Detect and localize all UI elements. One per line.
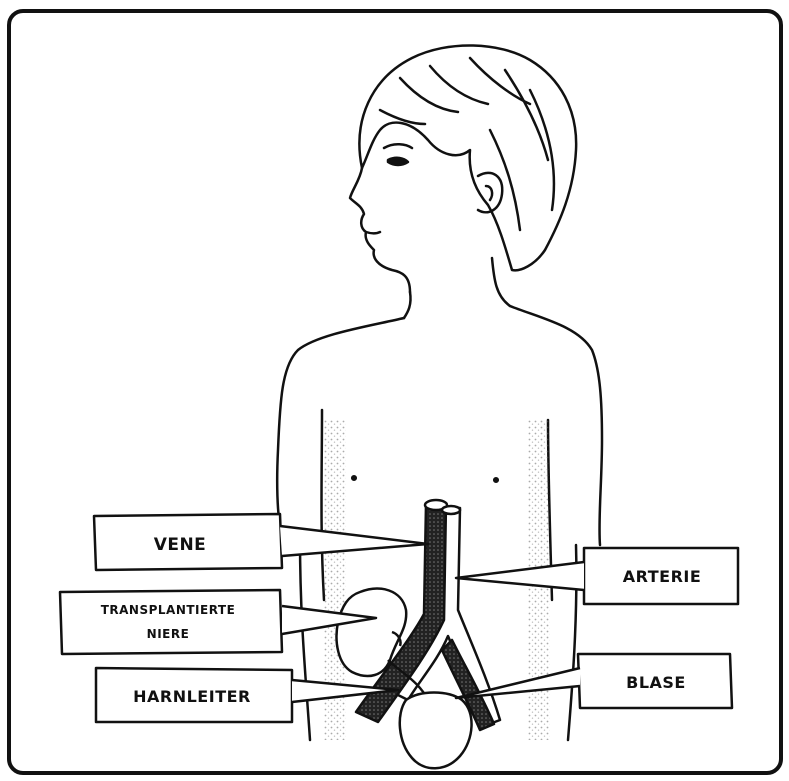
label-harnleiter-text: HARNLEITER xyxy=(133,687,251,706)
label-vene-text: VENE xyxy=(154,535,207,555)
label-niere-line2: NIERE xyxy=(147,627,190,641)
label-arterie-text: ARTERIE xyxy=(623,567,702,586)
bladder xyxy=(400,693,472,769)
eye xyxy=(388,158,408,165)
label-niere-line1: TRANSPLANTIERTE xyxy=(101,603,236,617)
label-blase-text: BLASE xyxy=(626,673,686,692)
